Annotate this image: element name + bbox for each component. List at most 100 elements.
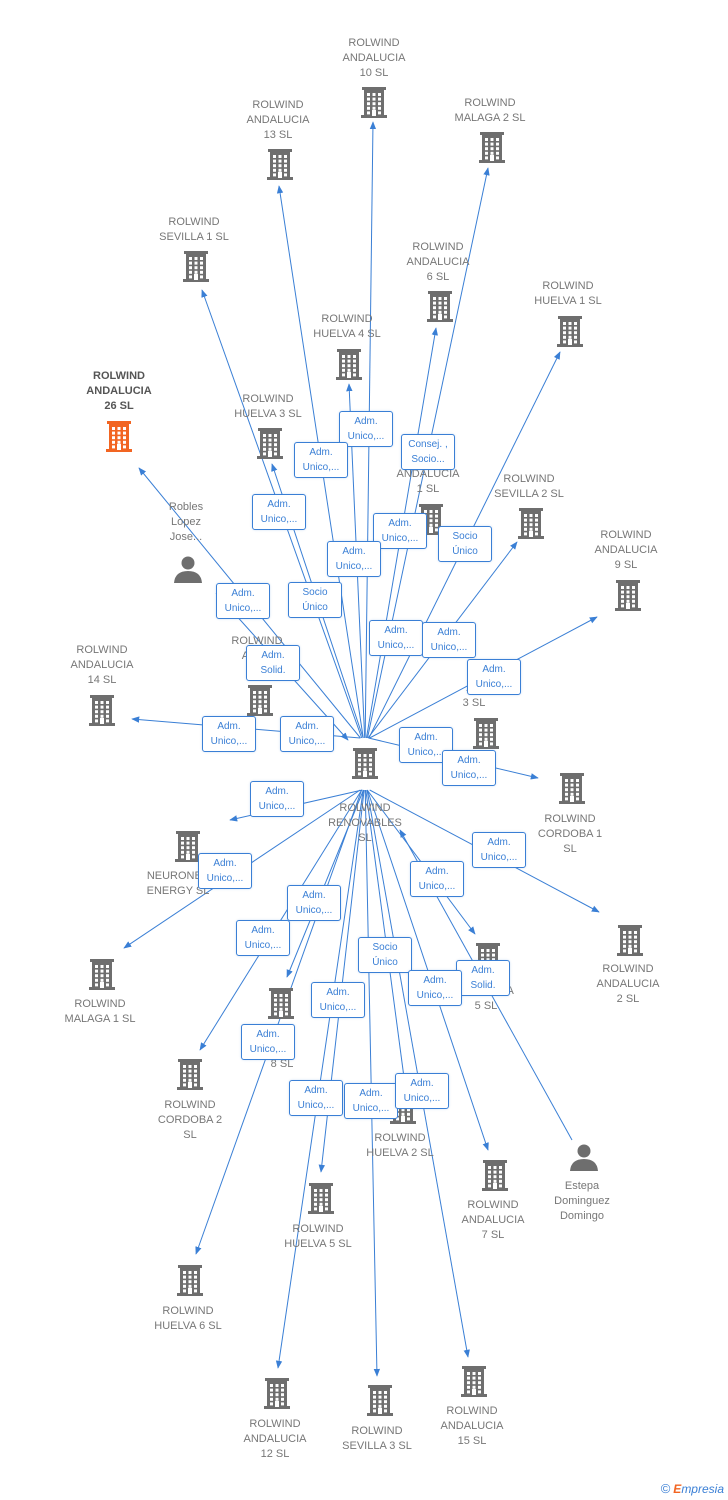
relation-badge-line: Adm. [265, 786, 289, 797]
building-icon-andalucia-4[interactable] [247, 685, 273, 716]
node-label-huelva-4-line: ROLWIND [321, 313, 373, 325]
person-icon-robles[interactable] [174, 556, 202, 584]
relation-badge[interactable]: Adm.Unico,... [467, 659, 521, 695]
building-icon-huelva-4[interactable] [336, 349, 362, 380]
relation-badge[interactable]: Adm.Unico,... [280, 716, 334, 752]
building-icon-andalucia-10[interactable] [361, 87, 387, 118]
relation-badge[interactable]: Adm.Unico,... [236, 920, 290, 956]
building-icon-andalucia-26[interactable] [106, 421, 132, 452]
relation-badge[interactable]: Adm.Unico,... [252, 494, 306, 530]
node-label-neuronba-line: NEURONBA [146, 870, 210, 882]
relation-badge[interactable]: Adm.Unico,... [241, 1024, 295, 1060]
building-icon-andalucia-6[interactable] [427, 291, 453, 322]
building-icon-malaga-1[interactable] [89, 959, 115, 990]
building-icon-andalucia-15[interactable] [461, 1366, 487, 1397]
building-icon-huelva-3[interactable] [257, 428, 283, 459]
relation-badge[interactable]: Adm.Unico,... [442, 750, 496, 786]
relation-badge[interactable]: Adm.Unico,... [395, 1073, 449, 1109]
building-icon-cordoba-2[interactable] [177, 1059, 203, 1090]
node-label-andalucia-9-line: ROLWIND [600, 529, 652, 541]
relation-badge[interactable]: Adm.Unico,... [399, 727, 453, 763]
person-icon-estepa[interactable] [570, 1144, 598, 1172]
building-icon-andalucia-9[interactable] [615, 580, 641, 611]
building-icon-sevilla-1[interactable] [183, 251, 209, 282]
node-label-andalucia-6-line: 6 SL [426, 271, 450, 283]
node-label-andalucia-7-line: ROLWIND [467, 1199, 519, 1211]
brand-logo[interactable]: ©Empresia [661, 1481, 724, 1496]
center-building-icon[interactable] [352, 748, 378, 779]
relation-badge[interactable]: Adm.Unico,... [344, 1083, 398, 1119]
relation-badge-line: Adm. [304, 1085, 328, 1096]
relation-badge[interactable]: Adm.Solid. [456, 960, 510, 996]
relation-badge-line: Adm. [423, 975, 447, 986]
building-icon-andalucia-8[interactable] [268, 988, 294, 1019]
building-icon-huelva-1[interactable] [557, 316, 583, 347]
relation-badge[interactable]: Adm.Unico,... [311, 982, 365, 1018]
relation-badge[interactable]: Consej. ,Socio... [401, 434, 455, 470]
building-icon-andalucia-7[interactable] [482, 1160, 508, 1191]
relation-badge[interactable]: Adm.Unico,... [198, 853, 252, 889]
relation-badge[interactable]: Adm.Unico,... [339, 411, 393, 447]
relation-badge[interactable]: Adm.Unico,... [472, 832, 526, 868]
building-icon-neuronba[interactable] [175, 831, 201, 862]
relation-badge[interactable]: Adm.Solid. [246, 645, 300, 681]
relation-badge[interactable]: Adm.Unico,... [289, 1080, 343, 1116]
building-icon-huelva-6[interactable] [177, 1265, 203, 1296]
relation-badge[interactable]: Adm.Unico,... [410, 861, 464, 897]
relation-badge[interactable]: Adm.Unico,... [202, 716, 256, 752]
building-icon-andalucia-3[interactable] [473, 718, 499, 749]
building-icon-sevilla-2[interactable] [518, 508, 544, 539]
node-label-andalucia-14-line: ROLWIND [76, 644, 128, 656]
building-icon-cordoba-1[interactable] [559, 773, 585, 804]
relation-badge[interactable]: Adm.Unico,... [327, 541, 381, 577]
building-icon-andalucia-14[interactable] [89, 695, 115, 726]
relation-badge[interactable]: Adm.Unico,... [408, 970, 462, 1006]
building-icon-andalucia-13[interactable] [267, 149, 293, 180]
building-icon-malaga-2[interactable] [479, 132, 505, 163]
building-icon-andalucia-2[interactable] [617, 925, 643, 956]
relation-badge[interactable]: Adm.Unico,... [216, 583, 270, 619]
relation-badge[interactable]: Adm.Unico,... [373, 513, 427, 549]
relation-badge[interactable]: Adm.Unico,... [369, 620, 423, 656]
relation-badge[interactable]: Adm.Unico,... [294, 442, 348, 478]
node-label-huelva-3-line: ROLWIND [242, 393, 294, 405]
building-icon-huelva-5[interactable] [308, 1183, 334, 1214]
building-icon-andalucia-12[interactable] [264, 1378, 290, 1409]
relation-badge[interactable]: Adm.Unico,... [287, 885, 341, 921]
relation-badge[interactable]: Adm.Unico,... [422, 622, 476, 658]
relation-badge[interactable]: Adm.Unico,... [250, 781, 304, 817]
building-icon-sevilla-3[interactable] [367, 1385, 393, 1416]
center-label-line: RENOVABLES [328, 817, 402, 829]
